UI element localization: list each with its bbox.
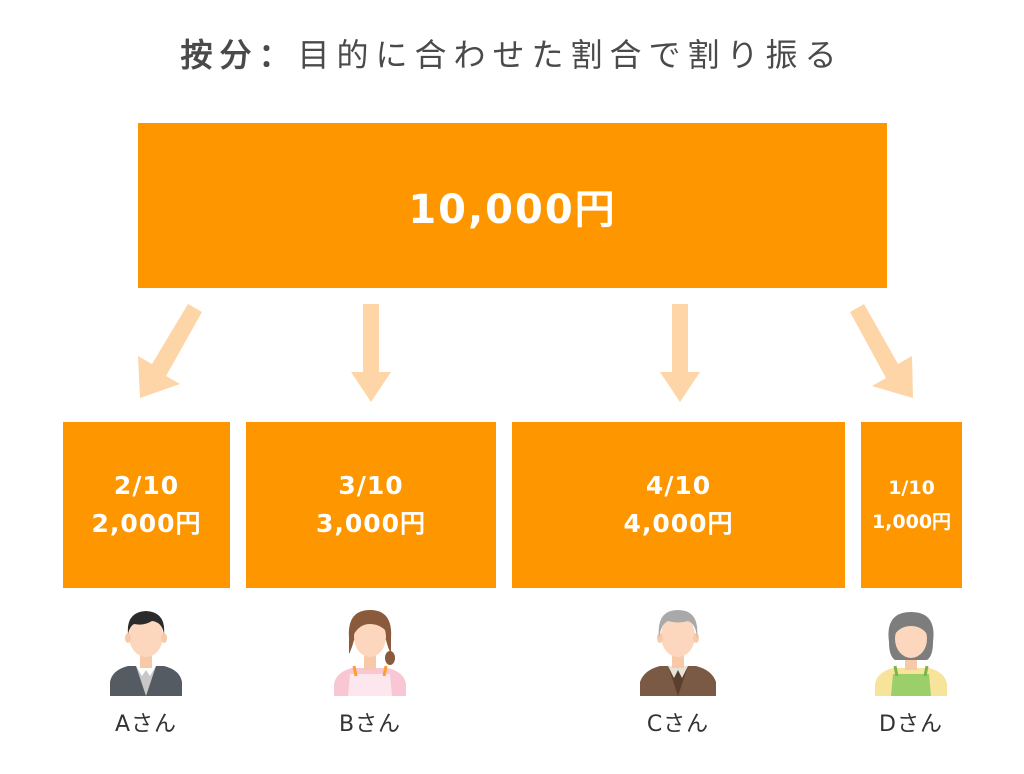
elderly-man-avatar-icon bbox=[640, 610, 716, 696]
share-amount: 2,000円 bbox=[91, 509, 202, 538]
title-description: 目的に合わせた割合で割り振る bbox=[297, 36, 844, 74]
elderly-woman-avatar-icon bbox=[875, 612, 947, 696]
man-in-suit-avatar-icon bbox=[110, 611, 182, 696]
person-label-a: Aさん bbox=[114, 712, 178, 737]
share-amount: 3,000円 bbox=[315, 509, 427, 538]
share-fraction: 1/10 bbox=[888, 477, 935, 499]
share-fraction: 4/10 bbox=[645, 471, 712, 500]
page-title: 按分：目的に合わせた割合で割り振る bbox=[0, 30, 1024, 76]
person-label-d: Dさん bbox=[879, 712, 943, 737]
title-term: 按分： bbox=[180, 36, 298, 74]
share-fraction: 2/10 bbox=[113, 471, 180, 500]
share-amount: 1,000円 bbox=[871, 511, 952, 533]
share-amount: 4,000円 bbox=[623, 509, 734, 538]
person-label-b: Bさん bbox=[338, 712, 402, 737]
arrow-down-icon bbox=[138, 304, 202, 398]
share-box-a: 2/10 2,000円 bbox=[63, 422, 230, 588]
share-fraction: 3/10 bbox=[338, 471, 404, 500]
arrow-down-icon bbox=[660, 304, 700, 402]
share-box-c: 4/10 4,000円 bbox=[512, 422, 845, 588]
woman-in-apron-avatar-icon bbox=[334, 610, 406, 696]
arrow-down-icon bbox=[850, 304, 913, 398]
total-amount-label: 10,000円 bbox=[408, 186, 617, 233]
share-box-d: 1/10 1,000円 bbox=[861, 422, 962, 588]
person-label-c: Cさん bbox=[646, 712, 710, 737]
arrow-down-icon bbox=[351, 304, 391, 402]
total-amount-box: 10,000円 bbox=[138, 123, 887, 288]
share-box-b: 3/10 3,000円 bbox=[246, 422, 496, 588]
